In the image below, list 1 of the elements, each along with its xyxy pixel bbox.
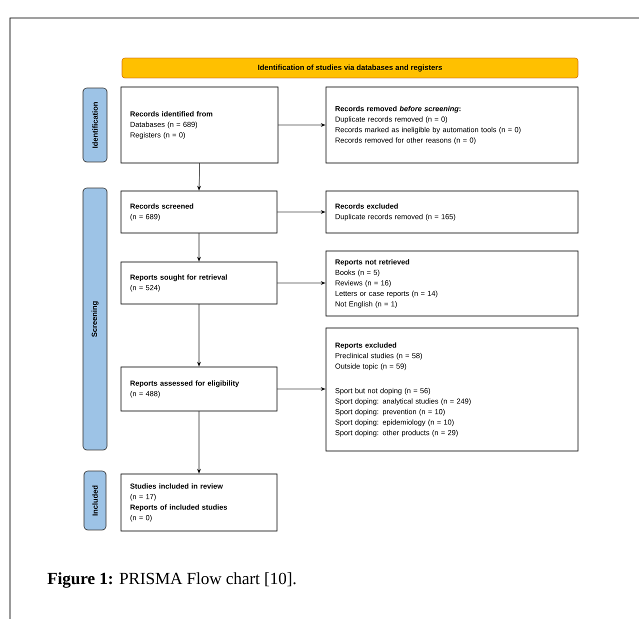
figure-caption: Figure 1: PRISMA Flow chart [10]. — [48, 572, 296, 588]
